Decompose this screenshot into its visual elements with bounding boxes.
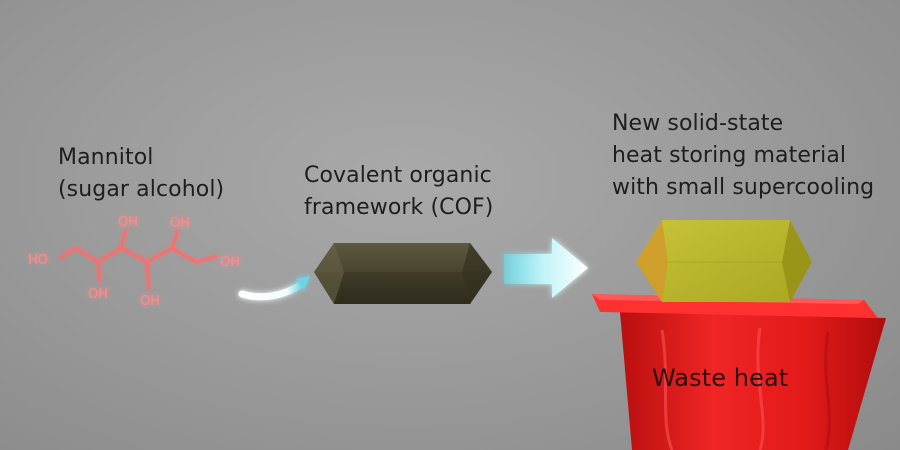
- cof-label: Covalent organic framework (COF): [304, 160, 493, 224]
- product-label-line: with small supercooling: [612, 175, 875, 200]
- product-label-line: New solid-state: [612, 111, 784, 136]
- curved-arrow-icon: [238, 276, 310, 301]
- waste-heat-label: Waste heat: [652, 364, 789, 392]
- block-arrow-icon: [504, 238, 588, 298]
- hydroxyl-label: OH: [220, 255, 240, 270]
- cof-label-line: framework (COF): [304, 195, 494, 220]
- hydroxyl-label: OH: [118, 215, 138, 230]
- crystal-icon: [314, 243, 492, 304]
- product-label-line: heat storing material: [612, 143, 847, 168]
- hydroxyl-label: OH: [88, 287, 108, 302]
- mannitol-label: Mannitol (sugar alcohol): [58, 142, 224, 206]
- molecule-structure-icon: HO OH OH OH OH OH: [28, 215, 240, 309]
- crystal-icon: [636, 220, 812, 302]
- hydroxyl-label: OH: [170, 216, 190, 231]
- mannitol-description: (sugar alcohol): [58, 177, 225, 202]
- mannitol-name: Mannitol: [58, 145, 154, 170]
- hydroxyl-label: OH: [140, 294, 160, 309]
- cof-label-line: Covalent organic: [304, 163, 492, 188]
- hydroxyl-label: HO: [28, 253, 48, 268]
- product-label: New solid-state heat storing material wi…: [612, 108, 874, 204]
